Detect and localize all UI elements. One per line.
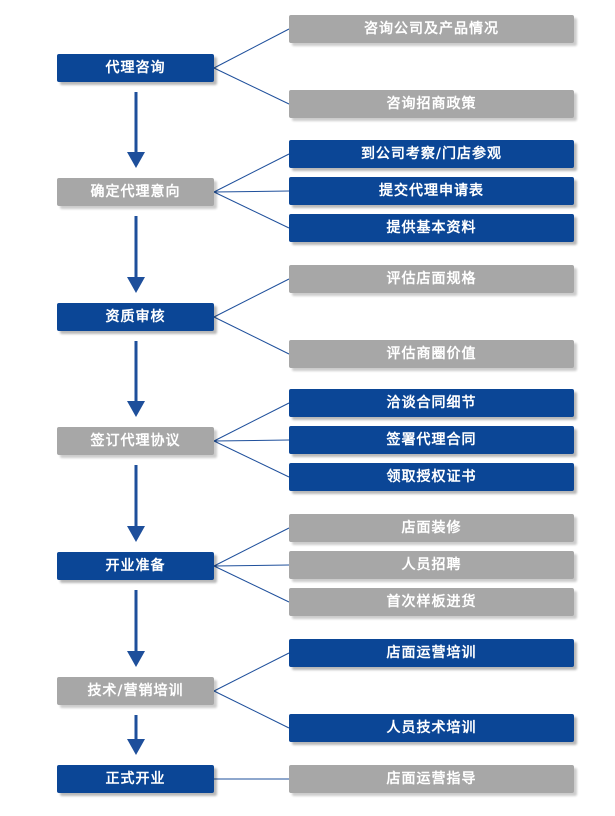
step-qualification-review: 资质审核 xyxy=(57,303,214,331)
detail-sign-contract: 签署代理合同 xyxy=(289,426,574,454)
connector-line-0-1 xyxy=(213,67,290,105)
detail-negotiate-contract: 洽谈合同细节 xyxy=(289,389,574,417)
connector-line-3-2 xyxy=(213,440,290,478)
detail-visit-company: 到公司考察/门店参观 xyxy=(289,140,574,168)
detail-receive-certificate: 领取授权证书 xyxy=(289,463,574,491)
down-arrow-icon xyxy=(127,92,145,168)
step-training: 技术/营销培训 xyxy=(57,677,214,705)
connector-line-2-0 xyxy=(213,278,290,318)
detail-franchise-policy: 咨询招商政策 xyxy=(289,90,574,118)
step-opening-preparation: 开业准备 xyxy=(57,552,214,580)
connector-line-1-2 xyxy=(213,191,290,229)
down-arrow-icon xyxy=(127,341,145,417)
down-arrow-icon xyxy=(127,465,145,542)
connector-line-4-2 xyxy=(213,565,290,603)
detail-staff-recruitment: 人员招聘 xyxy=(289,551,574,579)
detail-operations-training: 店面运营培训 xyxy=(289,639,574,667)
down-arrow-icon xyxy=(127,715,145,755)
detail-submit-application: 提交代理申请表 xyxy=(289,177,574,205)
step-grand-opening: 正式开业 xyxy=(57,765,214,793)
connector-line-4-1 xyxy=(213,564,290,567)
step-confirm-intent: 确定代理意向 xyxy=(57,178,214,206)
connector-line-5-0 xyxy=(213,652,290,692)
connector-line-3-1 xyxy=(213,439,290,442)
detail-company-product-info: 咨询公司及产品情况 xyxy=(289,15,574,43)
connector-line-1-1 xyxy=(213,190,290,193)
connector-line-3-0 xyxy=(213,402,290,442)
detail-store-decoration: 店面装修 xyxy=(289,514,574,542)
step-consultation: 代理咨询 xyxy=(57,54,214,82)
detail-evaluate-area: 评估商圈价值 xyxy=(289,340,574,368)
connector-line-1-0 xyxy=(213,153,290,193)
down-arrow-icon xyxy=(127,590,145,667)
connector-line-2-1 xyxy=(213,316,290,355)
detail-technical-training: 人员技术培训 xyxy=(289,714,574,742)
down-arrow-icon xyxy=(127,216,145,293)
detail-operations-guidance: 店面运营指导 xyxy=(289,765,574,793)
detail-initial-stocking: 首次样板进货 xyxy=(289,588,574,616)
connector-line-5-1 xyxy=(213,690,290,729)
detail-evaluate-store: 评估店面规格 xyxy=(289,265,574,293)
step-sign-agreement: 签订代理协议 xyxy=(57,427,214,455)
connector-line-0-0 xyxy=(213,28,290,69)
connector-line-4-0 xyxy=(213,527,290,567)
detail-provide-documents: 提供基本资料 xyxy=(289,214,574,242)
